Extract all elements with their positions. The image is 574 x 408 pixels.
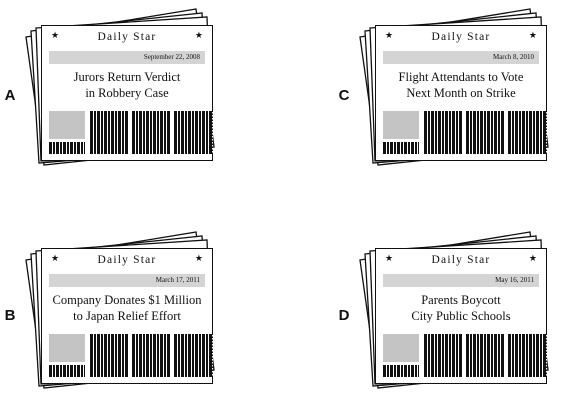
photo-placeholder [383, 334, 419, 362]
star-icon: ★ [385, 254, 394, 264]
front-page: ★ Daily Star ★ March 8, 2010 Flight Atte… [375, 25, 547, 161]
text-column [174, 111, 213, 154]
text-column [383, 142, 419, 154]
option-letter-d: D [338, 307, 350, 324]
star-icon: ★ [194, 31, 203, 41]
headline-line-2: Next Month on Strike [406, 86, 516, 100]
option-letter-c: C [338, 87, 350, 104]
headline: Jurors Return Verdict in Robbery Case [46, 69, 208, 101]
star-icon: ★ [385, 31, 394, 41]
newspaper-name: Daily Star [97, 31, 157, 43]
text-column [508, 111, 547, 154]
text-column [424, 334, 463, 377]
front-page: ★ Daily Star ★ March 17, 2011 Company Do… [41, 248, 213, 384]
star-icon: ★ [528, 31, 537, 41]
newspaper-c[interactable]: ★ Daily Star ★ March 8, 2010 Flight Atte… [352, 3, 552, 168]
newspaper-a[interactable]: ★ Daily Star ★ September 22, 2008 Jurors… [18, 3, 218, 168]
headline-line-1: Company Donates $1 Million [52, 293, 202, 307]
photo-placeholder [49, 111, 85, 139]
text-column [49, 142, 85, 154]
newspaper-name: Daily Star [97, 254, 157, 266]
date-bar: May 16, 2011 [383, 274, 539, 287]
text-column [132, 111, 171, 154]
headline: Parents Boycott City Public Schools [380, 292, 542, 324]
headline-line-1: Flight Attendants to Vote [398, 70, 524, 84]
newspaper-name: Daily Star [431, 31, 491, 43]
star-icon: ★ [528, 254, 537, 264]
text-column [49, 365, 85, 377]
newspaper-b[interactable]: ★ Daily Star ★ March 17, 2011 Company Do… [18, 226, 218, 391]
text-column [466, 111, 505, 154]
text-column [174, 334, 213, 377]
front-page: ★ Daily Star ★ September 22, 2008 Jurors… [41, 25, 213, 161]
headline-line-2: City Public Schools [411, 309, 511, 323]
photo-placeholder [383, 111, 419, 139]
text-column [90, 111, 129, 154]
star-icon: ★ [51, 31, 60, 41]
photo-placeholder [49, 334, 85, 362]
date-bar: March 17, 2011 [49, 274, 205, 287]
headline: Flight Attendants to Vote Next Month on … [380, 69, 542, 101]
front-page: ★ Daily Star ★ May 16, 2011 Parents Boyc… [375, 248, 547, 384]
headline: Company Donates $1 Million to Japan Reli… [46, 292, 208, 324]
option-letter-b: B [4, 307, 16, 324]
text-column [508, 334, 547, 377]
newspaper-name: Daily Star [431, 254, 491, 266]
headline-line-1: Parents Boycott [421, 293, 501, 307]
headline-line-2: to Japan Relief Effort [73, 309, 181, 323]
star-icon: ★ [51, 254, 60, 264]
text-column [383, 365, 419, 377]
text-column [90, 334, 129, 377]
newspaper-d[interactable]: ★ Daily Star ★ May 16, 2011 Parents Boyc… [352, 226, 552, 391]
option-letter-a: A [4, 87, 16, 104]
star-icon: ★ [194, 254, 203, 264]
headline-line-2: in Robbery Case [85, 86, 169, 100]
date-bar: September 22, 2008 [49, 51, 205, 64]
headline-line-1: Jurors Return Verdict [73, 70, 181, 84]
date-bar: March 8, 2010 [383, 51, 539, 64]
text-column [466, 334, 505, 377]
text-column [424, 111, 463, 154]
text-column [132, 334, 171, 377]
